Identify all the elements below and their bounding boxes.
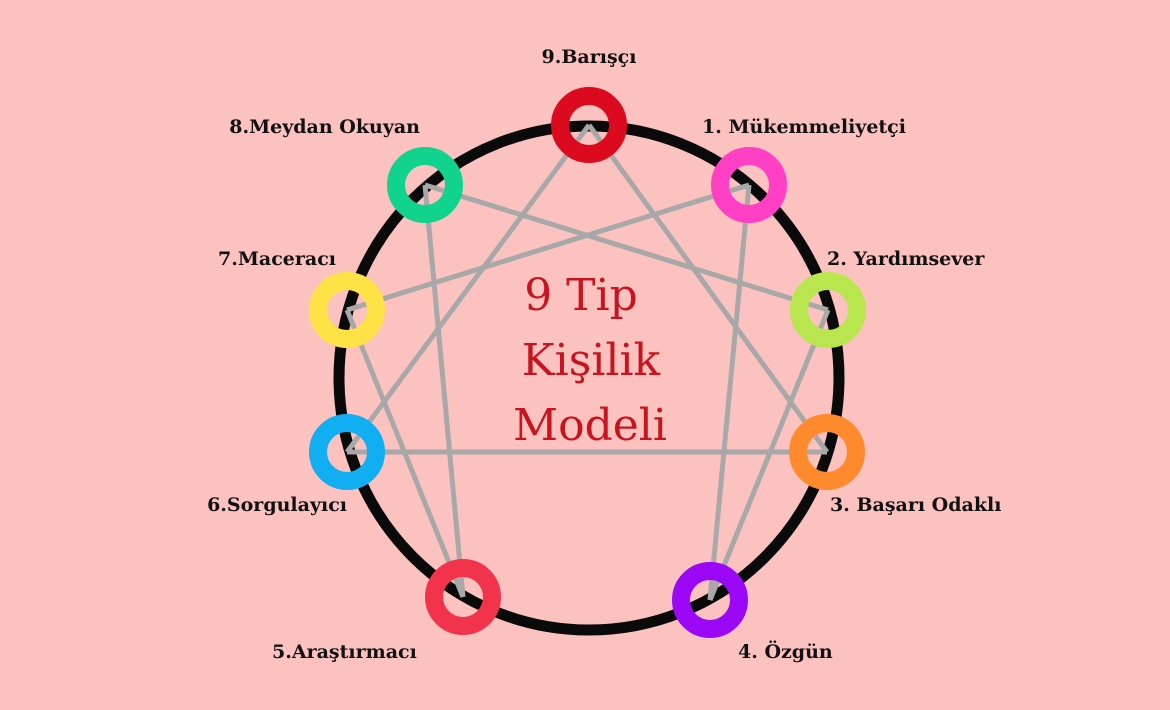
node-type-3 — [789, 414, 865, 490]
label-type-8: 8.Meydan Okuyan — [229, 116, 420, 138]
label-type-7: 7.Maceracı — [218, 248, 336, 270]
title-line-1: 9 Tip — [524, 270, 638, 321]
label-type-6: 6.Sorgulayıcı — [207, 494, 347, 516]
label-type-4: 4. Özgün — [738, 640, 833, 663]
line-4-2 — [707, 309, 831, 601]
node-type-9 — [551, 87, 627, 163]
line-7-1 — [346, 182, 750, 313]
line-9-3 — [586, 123, 830, 454]
label-type-3: 3. Başarı Odaklı — [830, 494, 1001, 516]
title-line-3: Modeli — [513, 400, 667, 451]
line-1-4 — [707, 184, 752, 601]
node-type-2 — [790, 272, 866, 348]
node-type-6 — [309, 414, 385, 490]
line-2-8 — [424, 182, 829, 313]
title-line-2: Kişilik — [522, 335, 661, 386]
node-type-4 — [672, 562, 748, 638]
label-type-5: 5.Araştırmacı — [272, 641, 417, 663]
line-6-9 — [344, 123, 592, 454]
line-8-5 — [422, 184, 466, 598]
node-type-7 — [309, 272, 385, 348]
node-type-8 — [387, 147, 463, 223]
line-5-7 — [344, 309, 466, 598]
label-type-2: 2. Yardımsever — [827, 248, 985, 270]
label-type-9: 9.Barışçı — [542, 46, 637, 68]
node-type-1 — [711, 147, 787, 223]
label-type-1: 1. Mükemmeliyetçi — [702, 116, 906, 138]
type-nodes — [309, 87, 866, 638]
node-type-5 — [425, 559, 501, 635]
connection-lines — [344, 123, 831, 601]
